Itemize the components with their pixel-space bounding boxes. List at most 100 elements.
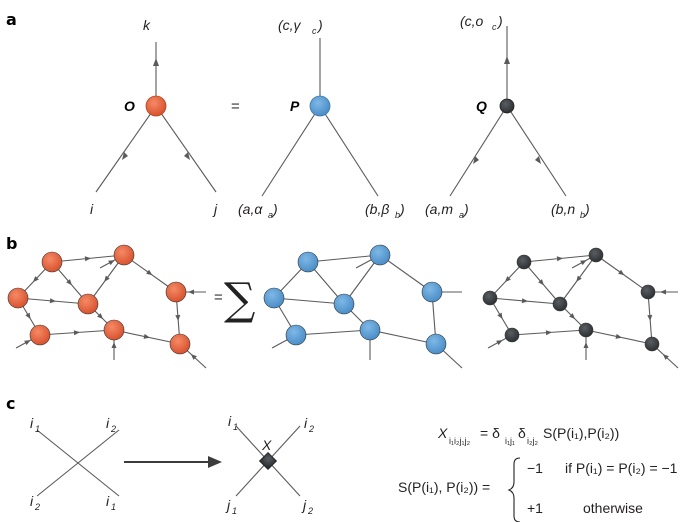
edge-arrowhead [97,313,104,320]
edge-arrowhead [538,279,544,286]
edge-arrowhead [104,275,110,282]
edge-arrowhead [190,353,197,360]
svg-text:1: 1 [233,422,238,432]
crossing-diagram-right: X i 1 i 2 j 1 j 2 [225,413,314,516]
formula-s-case1-condition: if P(i₁) = P(i₂) = −1 [565,460,678,476]
dark-tensor-node [552,296,568,312]
formula-x-rhs: S(P(i₁),P(i₂)) [543,425,619,441]
edge-arrowhead [188,289,194,295]
orange-tensor-node [7,287,29,309]
formula-s: S(P(i₁), P(i₂)) = −1 if P(i₁) = P(i₂) = … [398,457,678,522]
orange-tensor-node [169,333,191,355]
edge-arrowhead [24,340,31,346]
panel-label-c: c [6,394,15,413]
edge-arrowhead [66,279,72,286]
formula-x-eq: = δ [480,425,500,441]
svg-text:): ) [316,17,323,33]
edge-arrowhead [84,256,91,262]
formula-s-case1-value: −1 [527,460,543,476]
edge-arrowhead [569,313,576,320]
operator-o-in-left-label: i [90,201,94,217]
formula-s-lhs: S(P(i₁), P(i₂)) = [398,479,490,495]
svg-text:): ) [496,13,503,29]
x-node [258,451,278,471]
operator-q-in-right-sub: b [580,210,585,220]
operator-p-name: P [290,98,300,114]
dark-tensor-node [640,284,656,300]
svg-text:1: 1 [232,506,237,516]
dark-tensor-node [578,322,594,338]
edge-arrowhead [580,260,587,266]
svg-text:2: 2 [307,506,313,516]
edge-arrowhead [175,314,181,321]
panel-a-equals: = [231,98,240,115]
svg-text:): ) [462,201,469,217]
dark-tensor-node [516,254,532,270]
panel-label-a: a [6,10,17,29]
edge-arrowhead [647,314,653,321]
edge-arrowhead [32,276,39,283]
edge-arrowhead [583,342,589,348]
operator-p-in-left-sub: a [268,210,273,220]
network-orange [7,244,207,369]
blue-tensor-node [425,333,447,355]
blue-tensor-node [333,293,355,315]
operator-o-diagram: k O i j [90,17,218,217]
orange-tensor-node [165,281,187,303]
edge-arrowhead [497,312,503,320]
blue-tensor-node [359,319,381,341]
formula-x-d2-sub: i₂j₂ [527,436,538,446]
dark-tensor-node [588,247,604,263]
formula-x-d2: δ [518,425,526,441]
edge-arrowhead [662,353,669,360]
operator-q-in-left-sub: a [459,210,464,220]
svg-text:1: 1 [111,502,116,512]
left-cross-bottom-right: i [106,493,110,509]
operator-p-node [309,95,331,117]
dark-tensor-node [644,336,660,352]
operator-q-diagram: (c,o c ) Q (a,m a ) (b,n b ) [425,13,590,220]
right-cross-bottom-right: j [301,497,307,513]
operator-o-out-label: k [143,17,151,33]
orange-tensor-node [77,293,99,315]
right-cross-top-left: i [228,413,232,429]
edge-arrowhead [143,333,150,339]
sum-symbol: ∑ [224,274,255,325]
operator-q-name: Q [476,98,487,114]
svg-text:2: 2 [34,502,40,512]
panel-b-equals: = [214,289,223,306]
edge-arrowhead [496,340,503,346]
operator-q-in-right-label: (b,n [551,201,575,217]
blue-tensor-node [369,244,391,266]
edge-arrowhead [660,289,666,295]
left-cross-top-left: i [30,415,34,431]
svg-text:): ) [398,201,405,217]
operator-p-out-label: (c,γ [278,17,302,33]
network-edge [307,254,381,263]
operator-p-diagram: (c,γ c ) P (a,α a ) (b,β b ) [238,17,405,220]
formula-x: X i₁i₂j₁j₂ = δ i₁j₁ δ i₂j₂ S(P(i₁),P(i₂)… [437,425,619,446]
operator-q-out-label: (c,o [460,13,484,29]
operator-p-out-sub: c [312,26,317,36]
edge-arrowhead [108,260,115,266]
edge-arrowhead [504,276,511,283]
right-cross-bottom-left: j [225,497,231,513]
edge-arrowhead [545,330,552,336]
left-cross-bottom-left: i [30,493,34,509]
orange-tensor-node [103,319,125,341]
edge-arrowhead [111,342,117,348]
edge-arrowhead [576,275,582,282]
svg-text:): ) [583,201,590,217]
edge-arrowhead [615,333,622,339]
panel-label-b: b [6,234,17,253]
network-edge [379,254,433,293]
formula-x-d1-sub: i₁j₁ [505,436,515,446]
network-edge [369,329,437,345]
network-dark [482,247,679,369]
formula-x-lhs-sub: i₁i₂j₁j₂ [449,436,471,446]
blue-tensor-node [263,287,285,309]
blue-tensor-node [297,251,319,273]
operator-o-in-right-label: j [212,201,218,217]
svg-text:1: 1 [35,424,40,434]
network-edge [295,329,371,336]
